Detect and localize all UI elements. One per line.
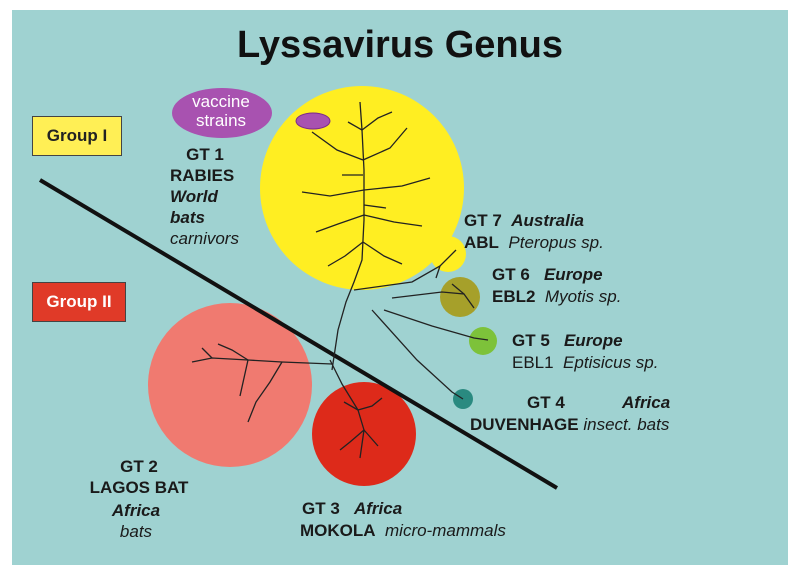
- gt4-id-label: GT 4: [527, 392, 565, 413]
- gt4-region-label: Africa: [622, 392, 670, 413]
- group-ii-label: Group II: [32, 282, 126, 322]
- gt5-label-line2: EBL1 Eptisicus sp.: [512, 352, 658, 373]
- gt4-label-line2: DUVENHAGE insect. bats: [470, 414, 669, 435]
- gt7-label-line2: ABL Pteropus sp.: [464, 232, 604, 253]
- slide: Lyssavirus Genus: [12, 10, 788, 565]
- group-i-label: Group I: [32, 116, 122, 156]
- gt7-label: GT 7 Australia: [464, 210, 584, 231]
- gt1-label: GT 1 RABIES World bats carnivors: [170, 144, 240, 249]
- gt7-abl-clade: [430, 236, 466, 272]
- gt6-label: GT 6 Europe: [492, 264, 603, 285]
- gt3-label: GT 3 Africa: [302, 498, 402, 519]
- gt2-label: GT 2 LAGOS BAT: [74, 456, 204, 498]
- gt2-host-label: Africa bats: [96, 500, 176, 542]
- vaccine-strains-label: vaccine strains: [172, 92, 270, 138]
- gt6-label-line2: EBL2 Myotis sp.: [492, 286, 621, 307]
- vaccine-strains-inner-ellipse: [296, 113, 330, 129]
- gt6-ebl2-clade: [440, 277, 480, 317]
- gt5-label: GT 5 Europe: [512, 330, 623, 351]
- gt5-ebl1-clade: [469, 327, 497, 355]
- gt3-label-line2: MOKOLA micro-mammals: [300, 520, 506, 541]
